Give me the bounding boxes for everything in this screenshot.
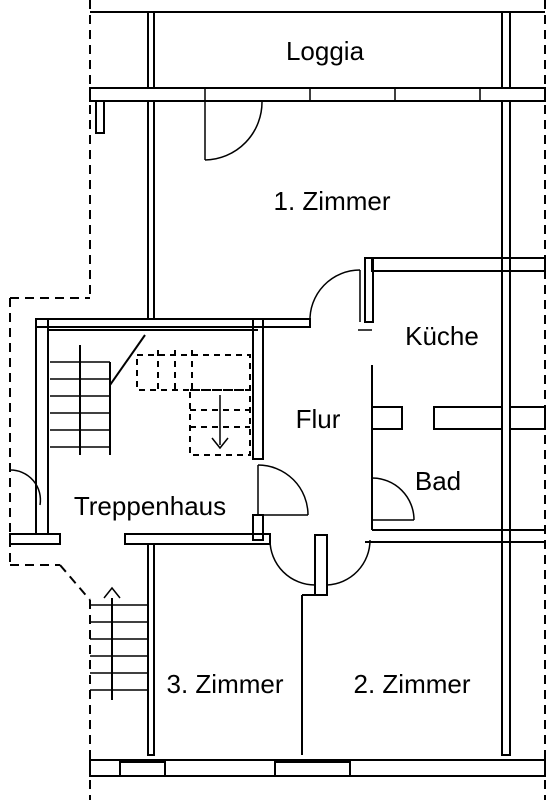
label-zimmer2: 2. Zimmer	[354, 669, 471, 699]
label-treppenhaus: Treppenhaus	[74, 491, 226, 521]
structural-walls	[9, 100, 546, 777]
loggia-walls	[89, 11, 546, 102]
room-labels: Loggia 1. Zimmer Küche Flur Bad Treppenh…	[74, 36, 479, 699]
label-zimmer1: 1. Zimmer	[274, 186, 391, 216]
stairs	[50, 334, 251, 700]
doors	[9, 100, 415, 586]
label-bad: Bad	[415, 466, 461, 496]
label-flur: Flur	[296, 404, 341, 434]
label-loggia: Loggia	[286, 36, 365, 66]
label-kueche: Küche	[405, 321, 479, 351]
label-zimmer3: 3. Zimmer	[167, 669, 284, 699]
